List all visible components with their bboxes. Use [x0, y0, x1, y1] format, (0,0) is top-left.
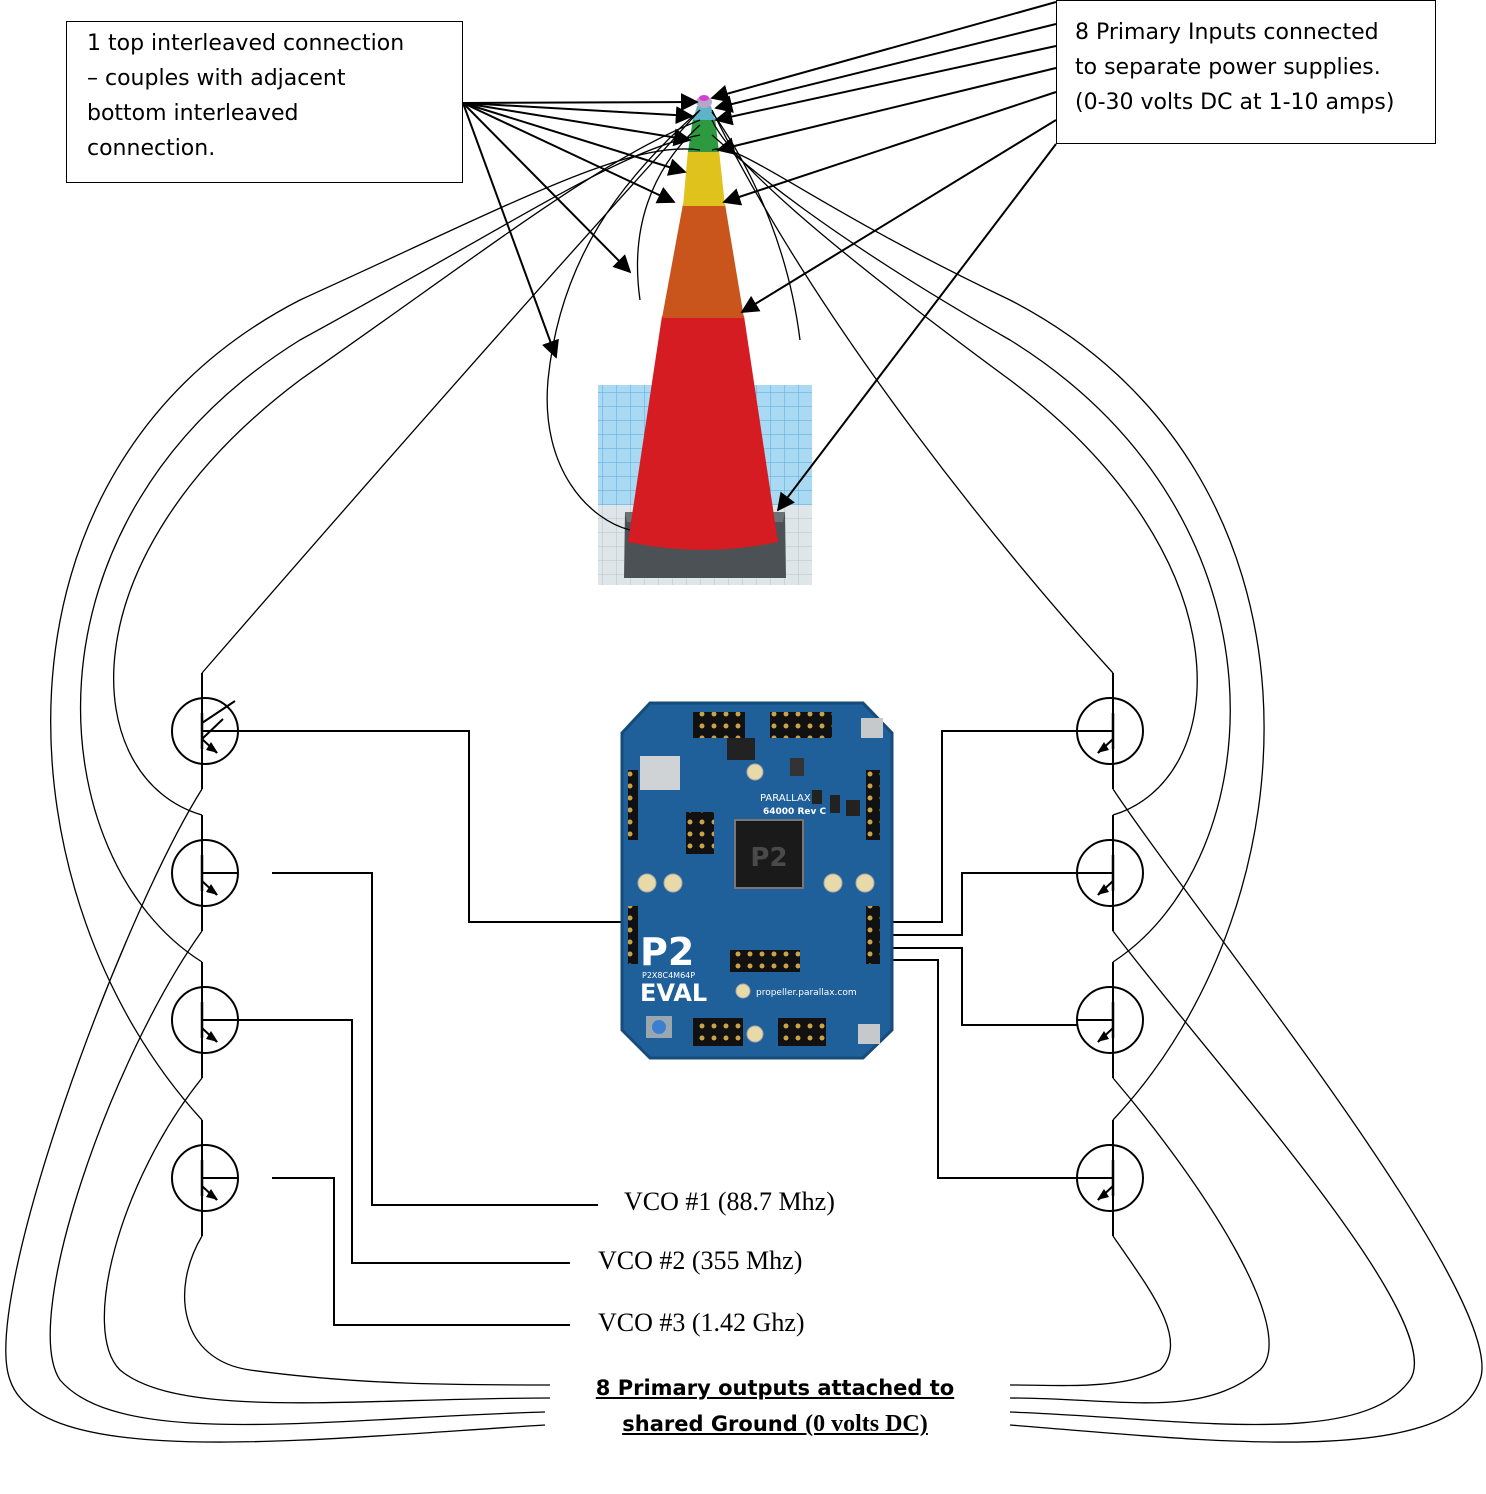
transistor-left-3 — [171, 962, 239, 1078]
transistor-left-2 — [171, 815, 239, 931]
ground-label-line2: shared Ground (0 volts DC) — [622, 1411, 928, 1437]
transistors-left — [171, 673, 239, 1236]
ground-label-line1: 8 Primary outputs attached to — [595, 1376, 955, 1400]
transistor-right-4 — [1076, 1120, 1144, 1236]
board-model-eval: EVAL — [640, 979, 707, 1007]
transistor-left-1 — [171, 673, 239, 789]
ground-label: 8 Primary outputs attached to shared Gro… — [560, 1370, 990, 1442]
board-url: propeller.parallax.com — [756, 988, 857, 998]
board-revision: 64000 Rev C — [763, 807, 826, 817]
transistor-right-3 — [1076, 962, 1144, 1078]
callout-arrows — [462, 1, 1057, 512]
base-wires — [238, 730, 1077, 1326]
cone-tower — [598, 95, 812, 585]
cone-segment-yellow — [683, 150, 725, 206]
vco-1-label: VCO #1 (88.7 Mhz) — [624, 1187, 835, 1216]
collector-wires — [50, 109, 1265, 1121]
transistor-left-4 — [171, 1120, 239, 1236]
emitter-wires — [5, 788, 1483, 1443]
cone-segment-orange — [662, 204, 744, 318]
transistor-right-1 — [1076, 673, 1144, 789]
callout-top-interleaved: 1 top interleaved connection – couples w… — [66, 21, 463, 183]
board-model-code: P2X8C4M64P — [642, 971, 695, 980]
transistor-right-2 — [1076, 815, 1144, 931]
board-model-big: P2 — [640, 930, 694, 974]
vco-3-label: VCO #3 (1.42 Ghz) — [598, 1308, 805, 1337]
p2-eval-board: P2 PARALLAX 64000 Rev C P2 P2X8C4M64P EV… — [620, 701, 894, 1060]
chip-label: P2 — [750, 843, 787, 873]
vco-2-label: VCO #2 (355 Mhz) — [598, 1246, 803, 1275]
transistors-right — [1076, 673, 1144, 1236]
cone-segment-green — [688, 118, 719, 152]
ground-label-value: (0 volts DC) — [805, 1411, 928, 1437]
callout-primary-inputs: 8 Primary Inputs connected to separate p… — [1056, 0, 1436, 144]
board-brand: PARALLAX — [760, 793, 811, 804]
cone-segment-red — [628, 316, 778, 550]
ground-label-prefix: shared Ground — [622, 1412, 806, 1436]
